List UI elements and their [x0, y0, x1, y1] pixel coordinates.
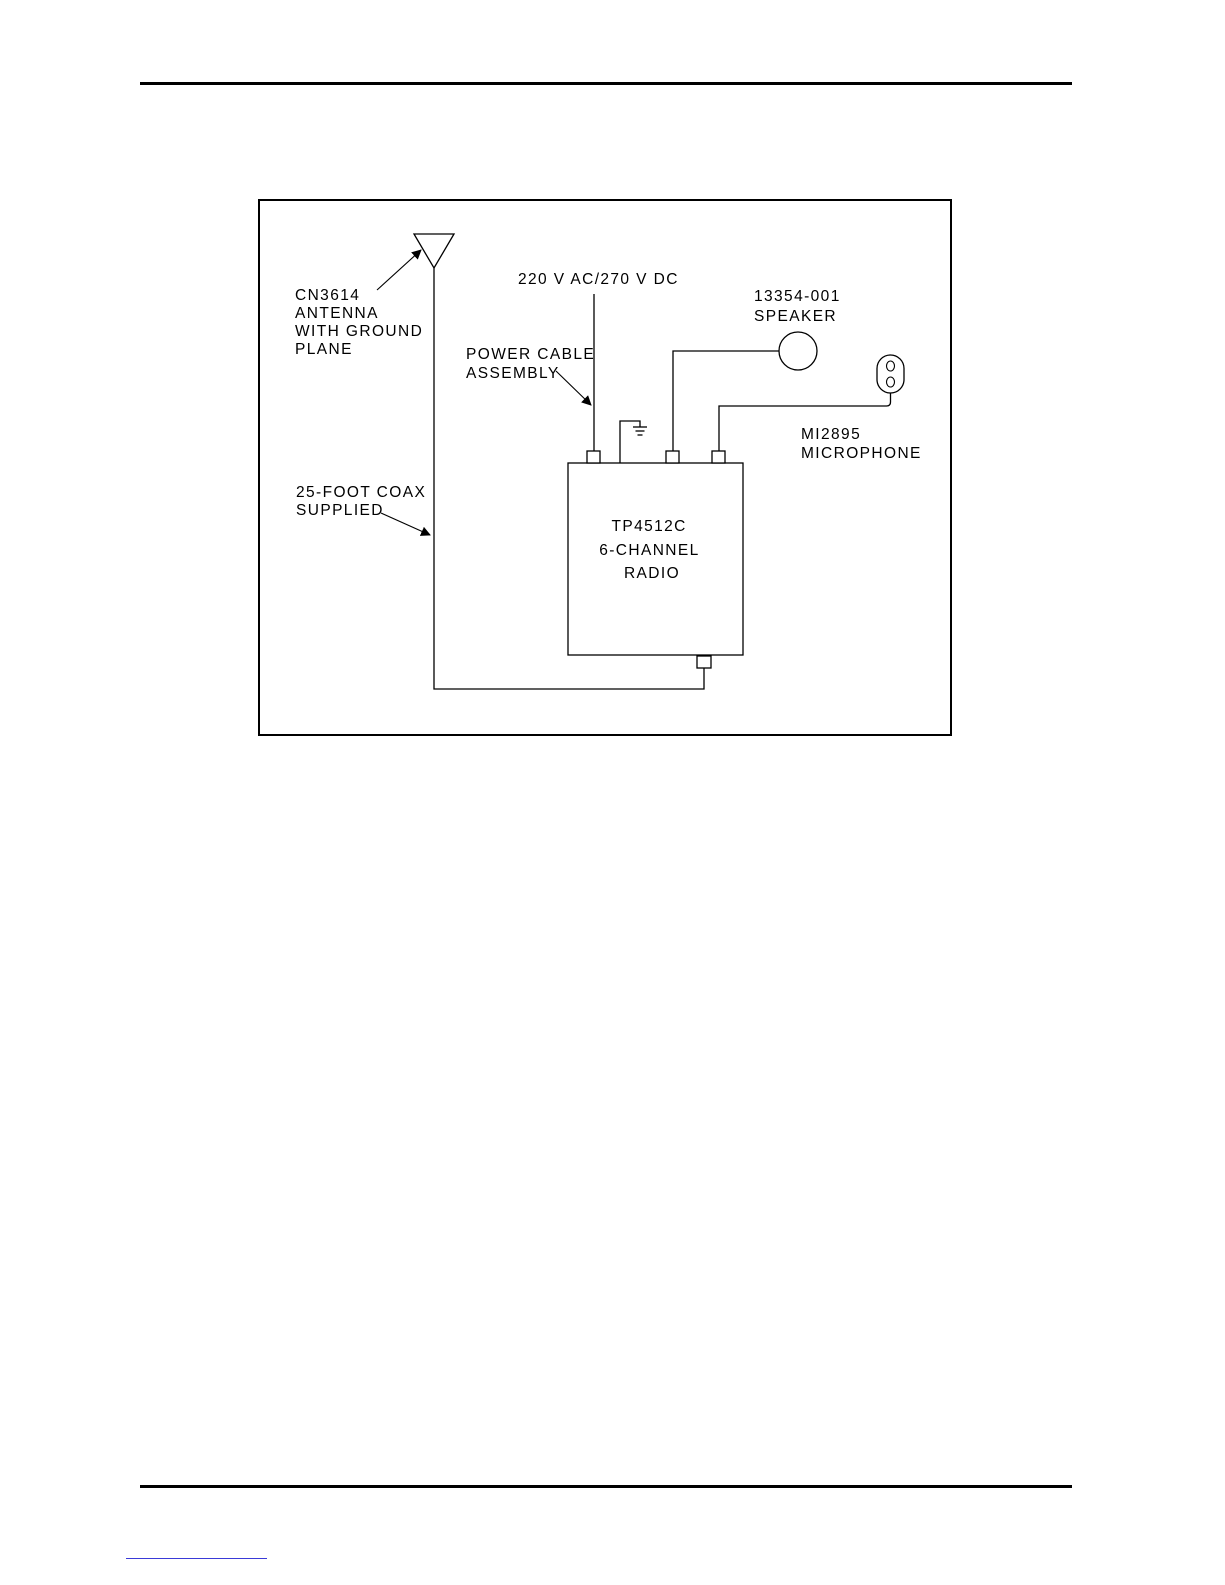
power-cable-label: POWER CABLE ASSEMBLY	[466, 346, 601, 382]
speaker-connector	[666, 451, 679, 463]
speaker-label: 13354-001 SPEAKER	[754, 288, 846, 325]
antenna-label: CN3614 ANTENNA WITH GROUND PLANE	[295, 287, 429, 358]
microphone-icon	[877, 355, 904, 393]
radio-unit	[568, 463, 743, 655]
antenna-leader-arrow	[377, 250, 421, 290]
speaker-icon	[779, 332, 817, 370]
power-source-label: 220 V AC/270 V DC	[518, 271, 679, 288]
power-cable-leader-arrow	[556, 371, 591, 405]
footer-link-underline[interactable]	[126, 1558, 267, 1559]
radio-label: TP4512C 6-CHANNEL RADIO	[599, 518, 705, 582]
coax-cable	[434, 268, 704, 689]
power-connector	[587, 451, 600, 463]
ground-icon	[633, 427, 647, 435]
microphone-label: MI2895 MICROPHONE	[801, 426, 922, 462]
page-rule-bottom	[140, 1485, 1072, 1488]
antenna-connector	[697, 656, 711, 668]
coax-label: 25-FOOT COAX SUPPLIED	[296, 484, 432, 519]
coax-leader-arrow	[381, 513, 430, 535]
microphone-connector	[712, 451, 725, 463]
speaker-cable	[673, 351, 779, 451]
